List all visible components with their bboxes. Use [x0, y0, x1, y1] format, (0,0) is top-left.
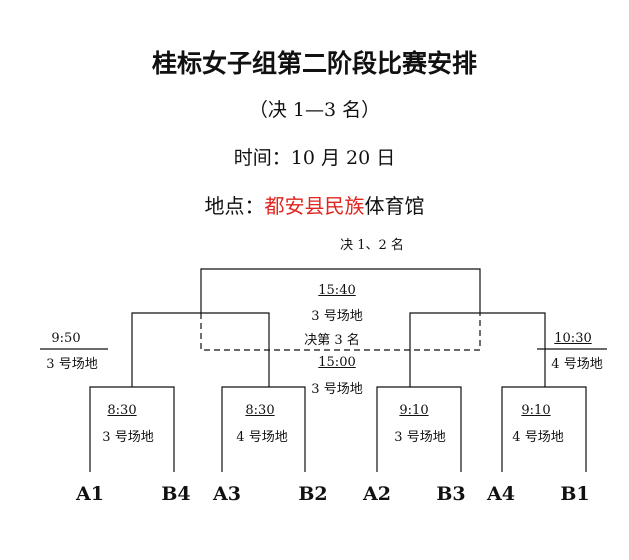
team-b2: B2	[298, 483, 328, 505]
qf1-court: 3 号场地	[102, 430, 154, 445]
semi-left-court: 3 号场地	[46, 357, 98, 372]
qf2-bracket	[221, 386, 306, 472]
third-place-time: 15:00	[318, 355, 356, 370]
team-a1: A1	[76, 483, 104, 505]
venue-label: 地点：	[204, 194, 265, 218]
final-court: 3 号场地	[311, 309, 363, 324]
team-a4: A4	[487, 483, 515, 505]
semi-right-time: 10:30	[554, 331, 592, 346]
final-label: 决 1、2 名	[340, 238, 404, 253]
qf3-court: 3 号场地	[394, 430, 446, 445]
qf4-bracket	[501, 386, 587, 472]
team-a2: A2	[363, 483, 391, 505]
venue-rest: 体育馆	[364, 194, 425, 218]
qf3-bracket	[376, 386, 462, 472]
qf3-time: 9:10	[399, 403, 429, 418]
date-line: 时间：10 月 20 日	[233, 147, 396, 169]
semi-left-time: 9:50	[51, 331, 81, 346]
final-bracket	[200, 268, 481, 313]
qf2-time: 8:30	[245, 403, 275, 418]
venue-line: 地点：都安县民族体育馆	[0, 190, 629, 219]
semi-right-court: 4 号场地	[551, 357, 603, 372]
third-place-label: 决第 3 名	[304, 333, 360, 348]
team-b3: B3	[436, 483, 466, 505]
team-a3: A3	[213, 483, 241, 505]
qf1-time: 8:30	[107, 403, 137, 418]
qf4-time: 9:10	[521, 403, 551, 418]
qf4-court: 4 号场地	[512, 430, 564, 445]
third-place-court: 3 号场地	[311, 382, 363, 397]
qf2-court: 4 号场地	[236, 430, 288, 445]
page-title: 桂标女子组第二阶段比赛安排	[151, 49, 477, 78]
team-b1: B1	[560, 483, 590, 505]
venue-highlight: 都安县民族	[264, 194, 365, 218]
team-b4: B4	[161, 483, 191, 505]
round-subtitle: （决 1—3 名）	[248, 99, 381, 121]
final-time: 15:40	[318, 283, 356, 298]
third-place-bracket	[200, 313, 481, 351]
